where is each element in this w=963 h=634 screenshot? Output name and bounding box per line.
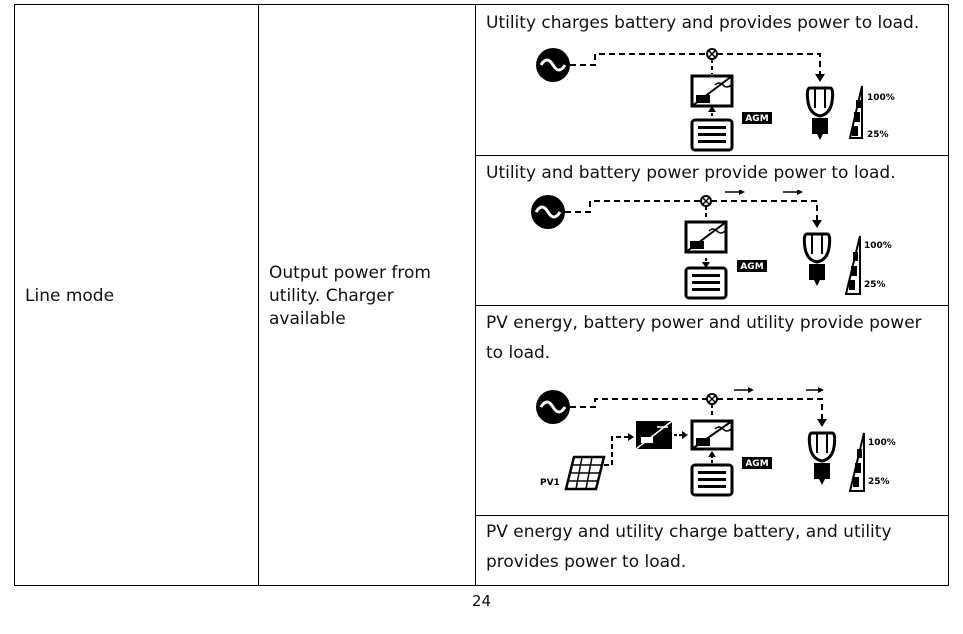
table-right-border (948, 4, 949, 586)
load-level-icon (848, 85, 863, 139)
table-left-border (14, 4, 15, 586)
battery-icon (684, 266, 728, 300)
inverter-icon (690, 419, 734, 451)
load-level-min: 25% (867, 130, 889, 140)
agm-badge (737, 260, 767, 272)
ac-utility-icon (536, 390, 570, 424)
load-level-min: 25% (864, 280, 886, 290)
junction-node (706, 393, 718, 405)
scenario-1-diagram: AGM 100% 25% (536, 48, 895, 152)
pv-label: PV1 (540, 478, 560, 488)
ac-utility-icon (531, 195, 565, 229)
junction-node (706, 48, 718, 60)
scenario-3-description: PV energy, battery power and utility pro… (486, 313, 922, 363)
battery-icon (690, 118, 734, 152)
battery-icon (690, 463, 734, 497)
scenario-1-description: Utility charges battery and provides pow… (486, 13, 920, 33)
pv-panel-icon (564, 455, 606, 491)
row-divider-2 (475, 305, 949, 306)
load-level-min: 25% (868, 477, 890, 487)
bulb-icon (802, 232, 832, 286)
table-bottom-border (14, 585, 949, 586)
bulb-icon (805, 86, 835, 140)
load-level-max: 100% (864, 241, 892, 251)
operation-cell: Output power from utility. Charger avail… (269, 263, 431, 329)
agm-badge (742, 457, 772, 469)
mode-cell: Line mode (25, 286, 115, 306)
load-level-icon (844, 235, 861, 295)
scenario-2-diagram: AGM 100% 25% (531, 190, 892, 300)
load-level-max: 100% (867, 93, 895, 103)
row-divider-1 (475, 155, 949, 156)
bulb-icon (807, 431, 837, 485)
junction-node (700, 195, 712, 207)
page-number: 24 (471, 592, 492, 610)
column-divider-1 (258, 4, 259, 586)
agm-badge (742, 112, 772, 124)
inverter-icon (684, 220, 728, 254)
row-divider-3 (475, 515, 949, 516)
scenario-3-diagram: PV1 AGM 100% 25% (536, 387, 896, 497)
charger-icon (635, 420, 673, 450)
agm-label: AGM (740, 262, 763, 272)
column-divider-2 (475, 4, 476, 586)
scenario-2-description: Utility and battery power provide power … (486, 163, 896, 183)
table-top-border (14, 4, 949, 5)
ac-utility-icon (536, 48, 570, 82)
agm-label: AGM (745, 114, 768, 124)
load-level-max: 100% (868, 438, 896, 448)
scenario-4-description: PV energy and utility charge battery, an… (486, 522, 892, 572)
inverter-icon (690, 74, 734, 108)
agm-label: AGM (745, 459, 768, 469)
load-level-icon (848, 432, 865, 492)
